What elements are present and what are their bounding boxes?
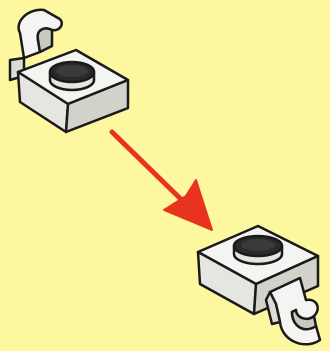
- stud: [48, 60, 96, 92]
- plate-with-clip-bottom: [196, 224, 322, 346]
- clip-hook: [264, 276, 322, 346]
- plate-with-clip-top: [8, 8, 130, 134]
- plate-right-face: [64, 78, 130, 134]
- stud: [232, 234, 284, 266]
- arrow-down-right-icon: [109, 129, 213, 231]
